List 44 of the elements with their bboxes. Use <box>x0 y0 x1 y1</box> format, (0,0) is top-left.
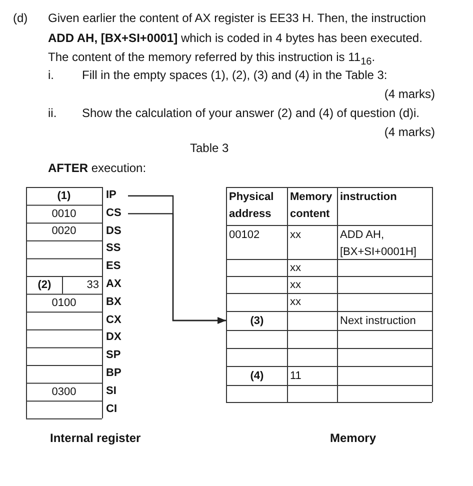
register-name: CS <box>106 204 128 222</box>
register-name: CX <box>106 312 122 328</box>
instruction-text: Fill in the empty spaces (1), (2), (3) and (4) in the Table 3: <box>82 67 388 84</box>
memory-content: xx <box>290 260 301 276</box>
register-value: 0010 <box>52 206 76 222</box>
memory-address: (4) <box>250 368 264 384</box>
question-text: Given earlier the content of AX register is EE33 H. Then, the instruction ADD AH, [BX+SI+0001] which is coded in 4 bytes has been executed. The content of the memory referred by this instruction is 11$_{16}$. <box>48 10 427 70</box>
memory-content: xx <box>290 278 301 292</box>
register-name: SP <box>106 348 122 364</box>
register-name: DX <box>106 330 122 346</box>
register-name: BP <box>106 366 122 381</box>
table-subheading: AFTER execution: <box>48 160 146 177</box>
memory-address: 00102 <box>229 228 260 243</box>
memory-address: (3) <box>226 311 288 331</box>
register-value: 33 <box>86 278 99 293</box>
memory-content: 11 <box>290 368 302 384</box>
register-name: BX <box>106 294 122 310</box>
table-caption: Internal register <box>50 430 141 447</box>
register-value: (2) <box>38 278 52 293</box>
register-value: 0300 <box>52 384 76 400</box>
register-name: SS <box>106 241 122 256</box>
instruction-text: Show the calculation of your answer (2) and (4) of question (d)i. <box>82 105 420 122</box>
register-name: AX <box>106 277 122 292</box>
memory-instruction: Next instruction <box>340 314 416 328</box>
register-name: SI <box>106 384 118 399</box>
register-name: ES <box>106 259 122 274</box>
memory-content: xx <box>290 295 301 310</box>
item-number: i. <box>48 67 54 84</box>
table-title: Table 3 <box>190 140 229 157</box>
marks-text: (4 marks) <box>384 124 435 141</box>
marks-text: (4 marks) <box>384 86 435 103</box>
memory-content: xx <box>290 228 301 243</box>
register-value: 0020 <box>52 224 76 240</box>
column-header: instruction <box>340 190 397 205</box>
register-value: (1) <box>57 188 71 204</box>
register-name: CI <box>106 402 118 417</box>
item-number: ii. <box>48 105 57 122</box>
register-value: 0100 <box>52 296 76 311</box>
memory-instruction: ADD AH, [BX+SI+0001H] <box>340 228 418 260</box>
column-header: Physical address <box>229 190 275 222</box>
register-name: IP <box>106 187 128 204</box>
question-number: (d) <box>13 10 28 27</box>
register-name: DS <box>106 224 122 239</box>
table-caption: Memory <box>330 430 376 447</box>
